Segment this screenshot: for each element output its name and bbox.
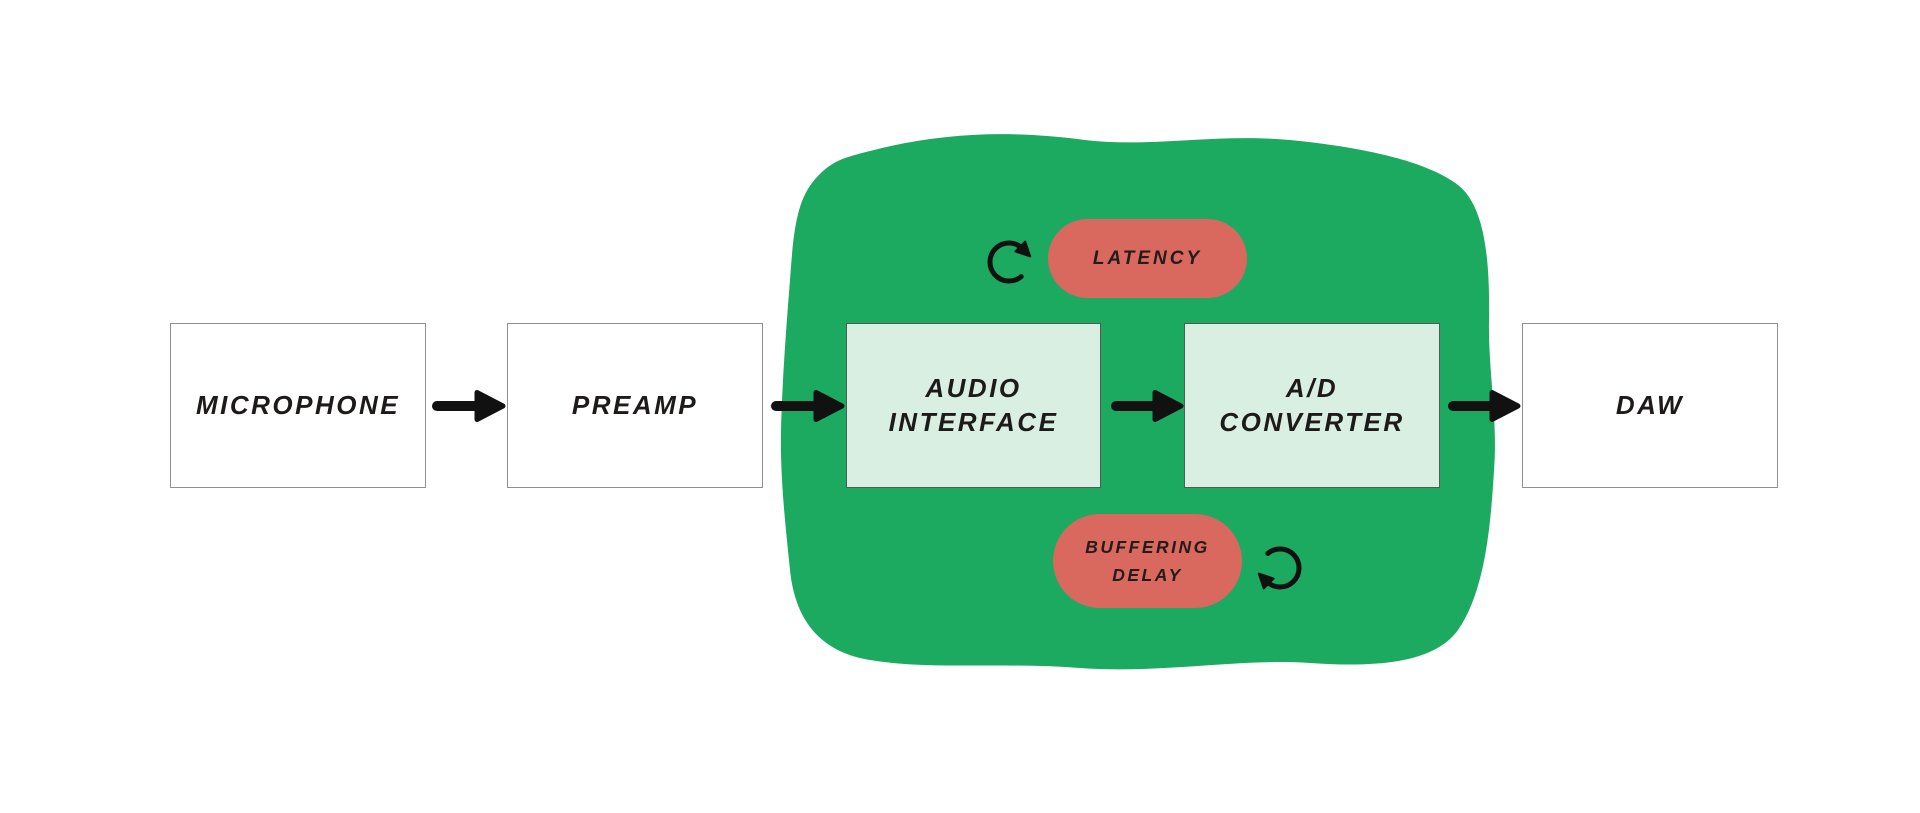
node-ad-converter: A/D CONVERTER (1184, 323, 1440, 488)
node-preamp: PREAMP (507, 323, 763, 488)
clockwise-rotation-arrow-icon (987, 240, 1032, 284)
arrow-preamp-to-audio-interface (771, 390, 845, 422)
arrow-microphone-to-preamp (432, 390, 506, 422)
latency-badge: LATENCY (1048, 219, 1247, 298)
latency-badge-label: LATENCY (1092, 247, 1203, 269)
arrow-audio-interface-to-ad-converter (1111, 390, 1184, 422)
arrow-ad-converter-to-daw (1448, 390, 1521, 422)
counterclockwise-rotation-arrow-icon (1257, 546, 1302, 590)
node-ad-converter-label: A/D CONVERTER (1219, 373, 1405, 437)
node-audio-interface-label: AUDIO INTERFACE (888, 373, 1059, 437)
node-audio-interface: AUDIO INTERFACE (846, 323, 1101, 488)
node-daw-label: DAW (1615, 389, 1685, 420)
buffering-delay-badge: BUFFERING DELAY (1053, 514, 1242, 608)
node-microphone-label: MICROPHONE (195, 389, 401, 420)
node-microphone: MICROPHONE (170, 323, 426, 488)
node-preamp-label: PREAMP (571, 389, 699, 420)
buffering-delay-badge-label: BUFFERING DELAY (1085, 537, 1210, 585)
node-daw: DAW (1522, 323, 1778, 488)
